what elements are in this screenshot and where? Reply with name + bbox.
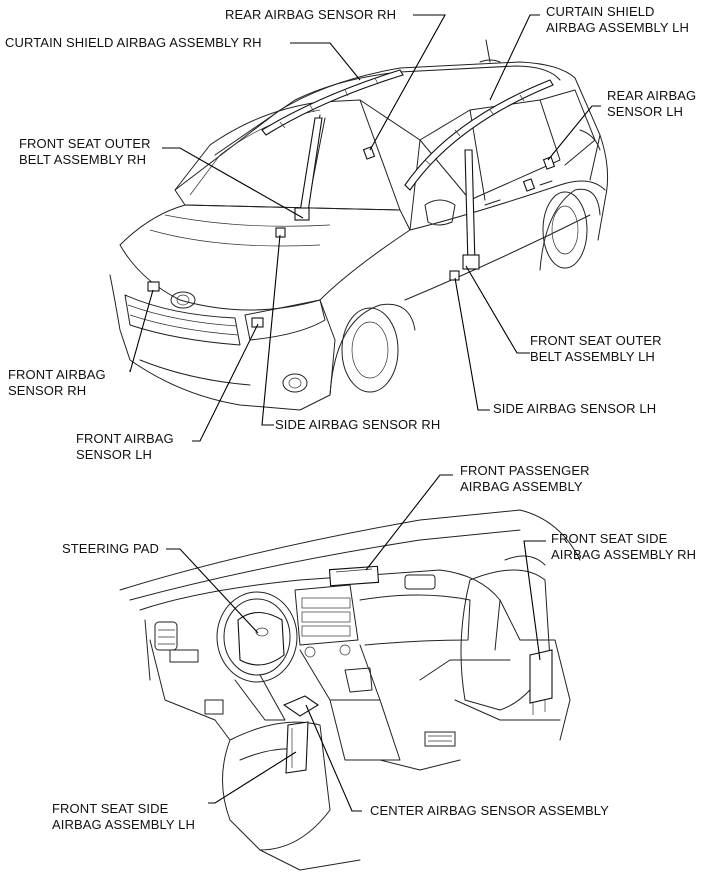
label-side-airbag-sensor-lh: SIDE AIRBAG SENSOR LH: [493, 401, 657, 416]
exterior-airbag-parts: [147, 69, 556, 328]
label-front-seat-outer-belt-rh: FRONT SEAT OUTER BELT ASSEMBLY RH: [19, 136, 151, 167]
vehicle-interior-drawing: [119, 509, 581, 871]
label-front-seat-side-airbag-lh: FRONT SEAT SIDE AIRBAG ASSEMBLY LH: [52, 801, 195, 832]
label-front-seat-outer-belt-lh: FRONT SEAT OUTER BELT ASSEMBLY LH: [530, 333, 662, 364]
label-front-airbag-sensor-rh: FRONT AIRBAG SENSOR RH: [8, 367, 106, 398]
label-front-airbag-sensor-lh: FRONT AIRBAG SENSOR LH: [76, 431, 174, 462]
leader-lines: [129, 14, 601, 812]
label-center-airbag-sensor: CENTER AIRBAG SENSOR ASSEMBLY: [370, 803, 609, 818]
label-curtain-shield-airbag-rh: CURTAIN SHIELD AIRBAG ASSEMBLY RH: [5, 35, 262, 50]
label-steering-pad: STEERING PAD: [62, 541, 160, 556]
label-side-airbag-sensor-rh: SIDE AIRBAG SENSOR RH: [275, 417, 441, 432]
label-rear-airbag-sensor-lh: REAR AIRBAG SENSOR LH: [607, 88, 697, 119]
label-front-passenger-airbag: FRONT PASSENGER AIRBAG ASSEMBLY: [460, 463, 590, 494]
label-curtain-shield-airbag-lh: CURTAIN SHIELD AIRBAG ASSEMBLY LH: [546, 4, 689, 35]
label-front-seat-side-airbag-rh: FRONT SEAT SIDE AIRBAG ASSEMBLY RH: [551, 531, 697, 562]
label-rear-airbag-sensor-rh: REAR AIRBAG SENSOR RH: [225, 7, 397, 22]
